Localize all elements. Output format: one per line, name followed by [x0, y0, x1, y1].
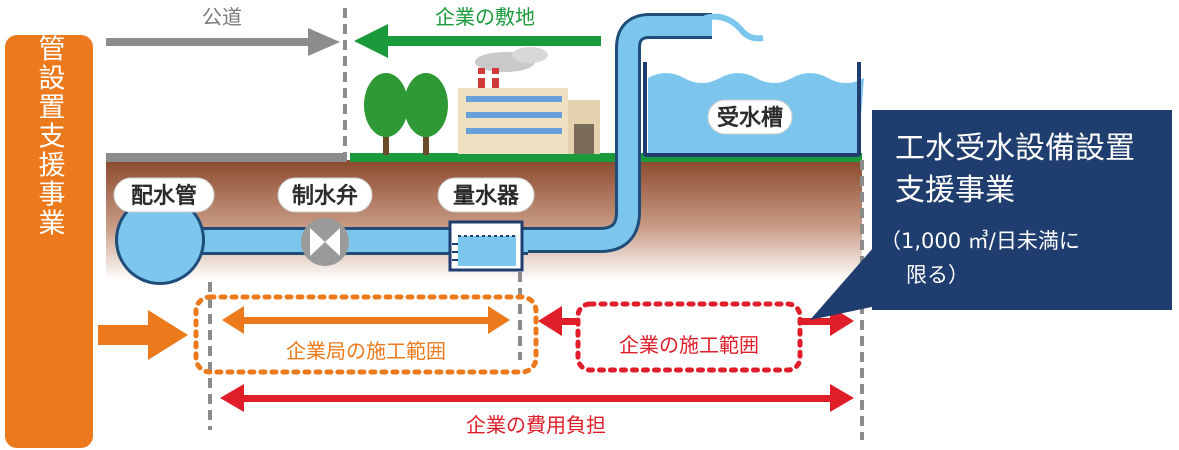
company-site-arrow: [354, 24, 601, 58]
public-road-arrow: [106, 28, 340, 56]
callout-box: [810, 110, 1172, 320]
meter-label: 量水器: [453, 184, 520, 209]
bureau-range-label: 企業局の施工範囲: [286, 339, 446, 363]
main-pipe-label: 配水管: [131, 183, 197, 209]
public-road-label: 公道: [202, 5, 242, 29]
factory-icon: [458, 47, 600, 154]
company-range-box: [575, 301, 803, 373]
company-range-label: 企業の施工範囲: [619, 333, 759, 357]
callout-title-line2: 支援事業: [895, 173, 1015, 208]
water-meter-icon: [448, 220, 524, 272]
valve-label-bg: [277, 177, 373, 213]
cost-range-label: 企業の費用負担: [466, 413, 606, 437]
left-banner-label: 工水引込管設置支援事業: [34, 0, 66, 238]
trees-icon: [364, 73, 448, 155]
bureau-range-arrow: [222, 306, 510, 334]
left-banner: [5, 35, 93, 448]
callout-note-line2: 限る）: [906, 263, 969, 287]
ground-surface-road: [106, 153, 346, 162]
callout-note-line1: （1,000 ㎥/日未満に: [880, 229, 1080, 253]
main-pipe: [115, 195, 528, 285]
valve-label: 制水弁: [292, 183, 358, 209]
water-tank: [643, 62, 864, 157]
bureau-range-box: [193, 294, 539, 375]
supply-pipe: [520, 13, 764, 253]
company-site-label: 企業の敷地: [435, 5, 535, 29]
banner-arrow: [98, 310, 188, 360]
cost-range-arrow: [220, 384, 854, 412]
callout-title-line1: 工水受水設備設置: [895, 131, 1135, 166]
water-tank-label: 受水槽: [717, 105, 783, 131]
ground-surface-site: [350, 153, 862, 162]
valve-icon: [301, 218, 349, 266]
meter-label-bg: [437, 177, 535, 213]
main-pipe-label-bg: [113, 177, 215, 213]
